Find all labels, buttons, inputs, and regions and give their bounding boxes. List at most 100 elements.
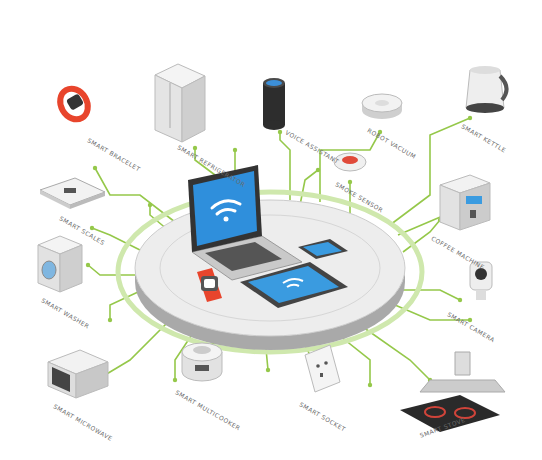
wire-dots-part bbox=[278, 130, 282, 134]
wire-dots-part bbox=[458, 298, 462, 302]
kettle-device-part bbox=[466, 70, 504, 108]
bracelet-device-part bbox=[66, 93, 84, 110]
wire-dots bbox=[86, 116, 472, 387]
socket-device-part bbox=[320, 373, 323, 377]
tablet bbox=[240, 262, 348, 308]
phone bbox=[298, 239, 348, 259]
wire-dots-part bbox=[93, 166, 97, 170]
circuit-wires-part bbox=[400, 290, 460, 300]
washer-device-part bbox=[38, 245, 60, 292]
laptop-part bbox=[212, 201, 240, 214]
scales-device bbox=[40, 178, 105, 209]
robot-vacuum-device-part bbox=[362, 94, 402, 112]
kettle-device-part bbox=[466, 103, 504, 113]
robot-vacuum-device-part bbox=[375, 100, 389, 106]
stove-device-part bbox=[455, 352, 470, 375]
socket-device bbox=[305, 345, 340, 392]
wire-dots-part bbox=[86, 263, 90, 267]
washer-device bbox=[38, 236, 82, 292]
smoke-detector-device bbox=[334, 153, 366, 171]
coffee-machine-device-part bbox=[460, 183, 490, 230]
multicooker-device-part bbox=[195, 365, 209, 371]
washer-device-part bbox=[60, 245, 82, 292]
device-label: SMART CAMERA bbox=[446, 310, 496, 343]
wire-dots-part bbox=[173, 378, 177, 382]
wire-dots-part bbox=[348, 180, 352, 184]
wire-dots-part bbox=[266, 368, 270, 372]
bracelet-device-part bbox=[55, 84, 94, 125]
microwave-device-part bbox=[76, 362, 108, 398]
kettle-device-part bbox=[500, 76, 507, 100]
microwave-device-part bbox=[48, 362, 76, 398]
device-label: COFFEE MACHINE bbox=[430, 234, 486, 270]
device-label: VOICE ASSISTANT bbox=[284, 128, 340, 164]
robot-vacuum-device bbox=[362, 94, 402, 119]
platform-watch-part bbox=[201, 276, 218, 291]
washer-device-part bbox=[42, 261, 56, 279]
circuit-wires-part bbox=[88, 265, 135, 275]
laptop-part-part bbox=[217, 210, 235, 214]
fridge-device-part bbox=[170, 83, 171, 128]
stove-device-part bbox=[455, 408, 475, 418]
device-label: SMART MICROWAVE bbox=[52, 402, 114, 442]
smoke-detector-device-part bbox=[334, 153, 366, 171]
coffee-machine-device-part bbox=[470, 210, 476, 218]
speaker-device-part bbox=[263, 83, 285, 125]
tablet-part bbox=[240, 262, 348, 308]
microwave-device bbox=[48, 350, 108, 398]
device-label: SMART KETTLE bbox=[460, 122, 507, 153]
wire-dots-part bbox=[90, 226, 94, 230]
wire-dots-part bbox=[468, 116, 472, 120]
kettle-device-part bbox=[470, 66, 500, 74]
coffee-machine-device bbox=[440, 175, 490, 230]
circuit-wires-part bbox=[300, 170, 318, 205]
bracelet-device bbox=[55, 84, 94, 125]
phone-part bbox=[303, 242, 342, 256]
stove-device-part bbox=[420, 380, 505, 392]
camera-device-part bbox=[476, 290, 486, 300]
device-label: SMART WASHER bbox=[40, 296, 91, 329]
phone-part bbox=[298, 239, 348, 259]
platform-watch bbox=[197, 268, 222, 302]
coffee-machine-device-part bbox=[440, 185, 460, 230]
device-label: SMART SOCKET bbox=[298, 400, 347, 432]
wire-dots-part bbox=[368, 383, 372, 387]
wire-dots-part bbox=[316, 168, 320, 172]
scales-device-part bbox=[70, 192, 105, 209]
platform-part bbox=[118, 192, 422, 352]
fridge-device-part bbox=[182, 76, 205, 142]
scales-device-part bbox=[40, 178, 105, 205]
fridge-device-part bbox=[155, 75, 182, 142]
laptop-part-part bbox=[212, 201, 240, 208]
laptop-part bbox=[224, 217, 229, 222]
multicooker-device-part bbox=[182, 343, 222, 361]
coffee-machine-device-part bbox=[466, 196, 482, 204]
platform-part bbox=[135, 200, 405, 336]
kettle-device bbox=[466, 66, 507, 113]
microwave-device-part bbox=[52, 367, 70, 392]
stove-device-part bbox=[425, 407, 445, 417]
multicooker-device bbox=[182, 343, 222, 381]
wire-dots-part bbox=[193, 146, 197, 150]
socket-device-part bbox=[305, 345, 340, 392]
speaker-device bbox=[263, 78, 285, 130]
wire-dots-part bbox=[108, 318, 112, 322]
speaker-device-part bbox=[263, 78, 285, 88]
socket-device-part bbox=[324, 361, 328, 365]
smoke-detector-device-part bbox=[342, 156, 358, 164]
tablet-part bbox=[248, 266, 339, 303]
platform-watch-part bbox=[197, 268, 222, 302]
circuit-wires bbox=[88, 118, 470, 385]
fridge-device bbox=[155, 64, 205, 142]
tablet-part bbox=[283, 279, 303, 287]
speaker-device-part bbox=[266, 80, 282, 86]
scales-device-part bbox=[64, 188, 76, 193]
socket-device-part bbox=[316, 364, 320, 368]
multicooker-device-part bbox=[193, 346, 211, 354]
platform bbox=[118, 192, 422, 352]
platform-watch-part bbox=[204, 279, 215, 288]
device-label: SMART MULTICOOKER bbox=[174, 388, 242, 431]
wire-dots-part bbox=[233, 148, 237, 152]
laptop-part bbox=[193, 171, 257, 246]
